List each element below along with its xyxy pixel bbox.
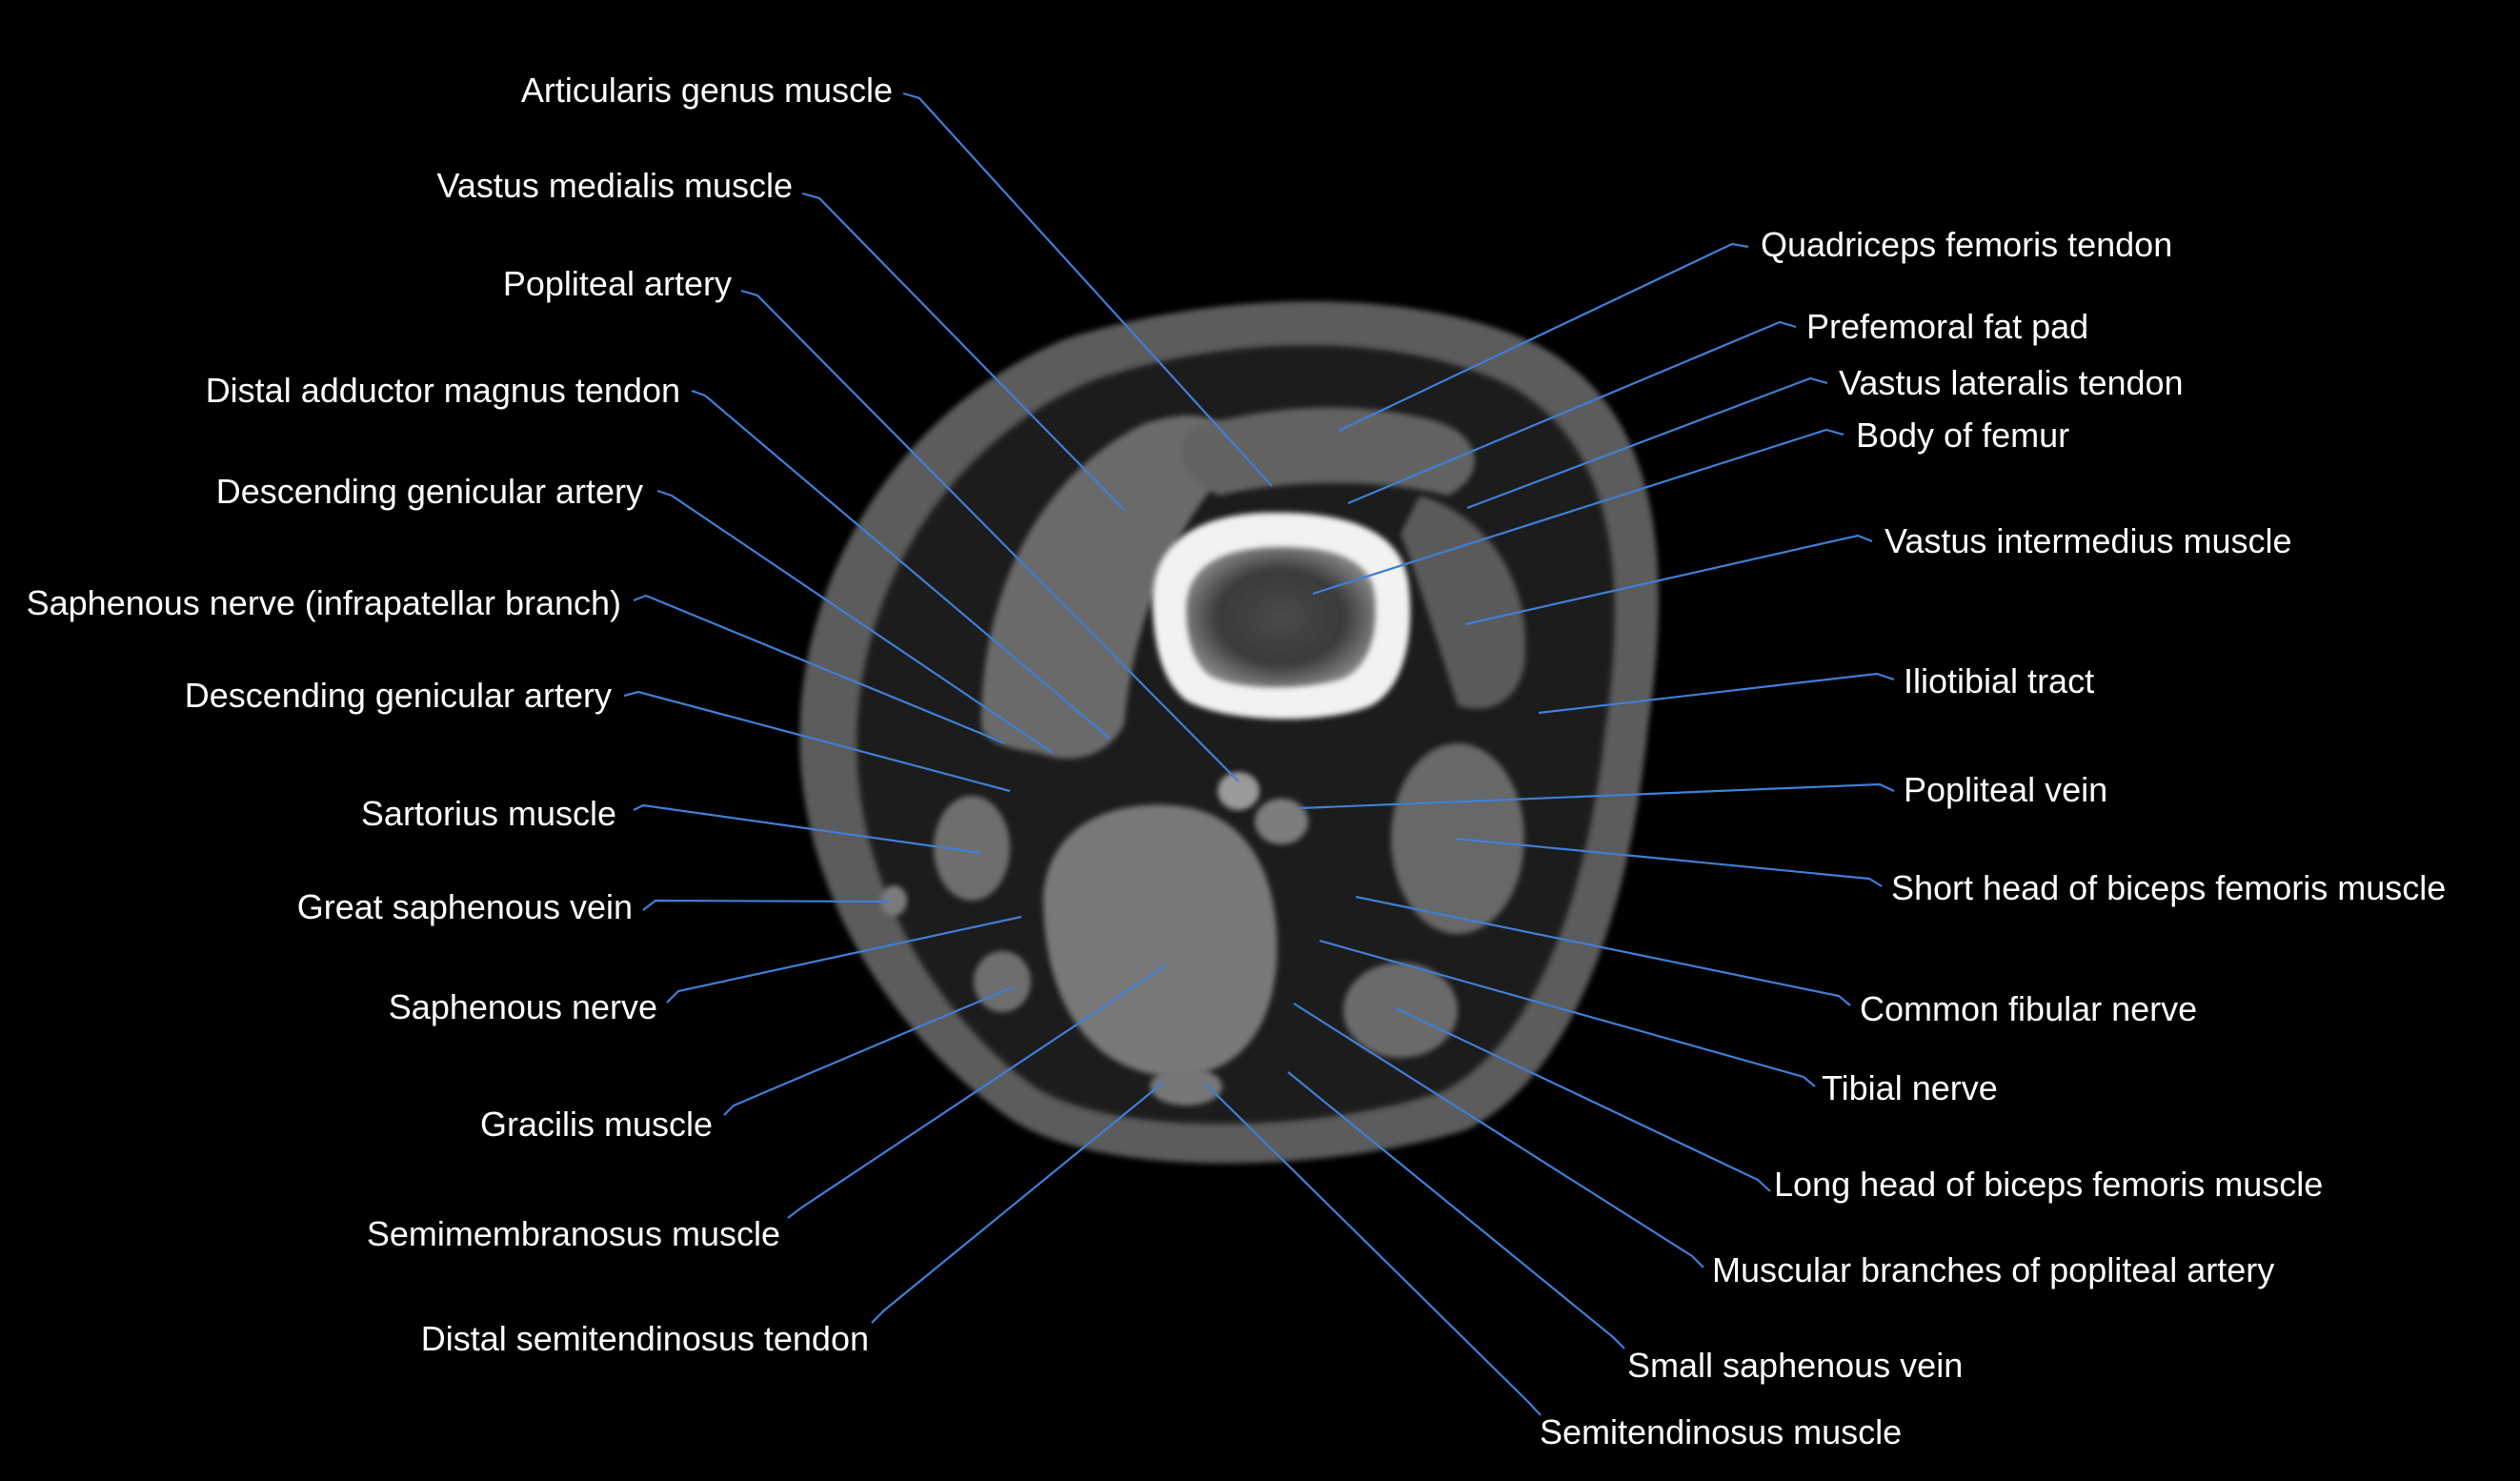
leader-line-body-of-femur xyxy=(1312,428,1845,596)
leader-line-saphenous-nerve xyxy=(666,915,1022,1004)
leader-line-vastus-medialis xyxy=(801,192,1125,511)
leader-line-distal-semitendinosus xyxy=(871,1081,1165,1324)
vastus-medialis-shape xyxy=(981,416,1239,759)
label-distal-semitendinosus-tendon: Distal semitendinosus tendon xyxy=(421,1319,869,1358)
label-saphenous-nerve: Saphenous nerve xyxy=(389,987,657,1026)
gracilis-shape xyxy=(974,951,1031,1012)
label-vastus-lateralis-tendon: Vastus lateralis tendon xyxy=(1839,363,2184,402)
label-long-head-of-biceps-femoris-muscle: Long head of biceps femoris muscle xyxy=(1774,1165,2323,1204)
leader-line-popliteal-artery xyxy=(740,289,1240,782)
semitendinosus-tendon-shape xyxy=(1150,1067,1222,1106)
label-sartorius-muscle: Sartorius muscle xyxy=(361,794,616,833)
label-tibial-nerve: Tibial nerve xyxy=(1822,1068,1998,1107)
great-saphenous-vein-shape xyxy=(880,885,907,916)
label-vastus-intermedius-muscle: Vastus intermedius muscle xyxy=(1885,521,2292,560)
label-gracilis-muscle: Gracilis muscle xyxy=(480,1105,713,1144)
leader-line-quadriceps-tendon xyxy=(1338,242,1749,432)
leader-line-vastus-lateralis-tendon xyxy=(1466,376,1828,510)
leader-line-small-saphenous-vein xyxy=(1287,1071,1625,1349)
leader-line-iliotibial-tract xyxy=(1538,672,1895,715)
leader-line-sartorius xyxy=(633,803,982,855)
popliteal-artery-shape xyxy=(1218,772,1260,810)
label-prefemoral-fat-pad: Prefemoral fat pad xyxy=(1806,307,2088,346)
leader-line-vastus-intermedius xyxy=(1464,534,1873,626)
label-great-saphenous-vein: Great saphenous vein xyxy=(297,887,633,926)
leader-line-gracilis xyxy=(723,984,1016,1116)
sartorius-shape xyxy=(934,796,1010,901)
leader-line-descending-genicular-1 xyxy=(656,489,1054,754)
label-saphenous-nerve-infrapatellar-branch: Saphenous nerve (infrapatellar branch) xyxy=(27,583,621,622)
label-short-head-of-biceps-femoris-muscle: Short head of biceps femoris muscle xyxy=(1891,868,2446,907)
label-quadriceps-femoris-tendon: Quadriceps femoris tendon xyxy=(1761,225,2172,264)
label-distal-adductor-magnus-tendon: Distal adductor magnus tendon xyxy=(206,371,680,410)
vastus-lateralis-shape xyxy=(1401,496,1526,709)
leader-line-tibial-nerve xyxy=(1319,939,1816,1087)
label-small-saphenous-vein: Small saphenous vein xyxy=(1627,1346,1963,1385)
leader-line-long-head-biceps xyxy=(1395,1007,1771,1192)
leader-line-short-head-biceps xyxy=(1455,837,1883,887)
leader-line-semitendinosus xyxy=(1204,1083,1542,1416)
label-popliteal-artery: Popliteal artery xyxy=(503,264,732,303)
leader-line-descending-genicular-2 xyxy=(623,690,1011,793)
label-vastus-medialis-muscle: Vastus medialis muscle xyxy=(437,166,793,205)
ct-cross-section-image xyxy=(799,301,1659,1164)
label-iliotibial-tract: Iliotibial tract xyxy=(1904,661,2094,700)
label-popliteal-vein: Popliteal vein xyxy=(1904,770,2107,809)
leader-line-popliteal-vein xyxy=(1300,782,1895,810)
leader-line-saphenous-nerve-infrapatellar xyxy=(633,594,1006,745)
leader-line-distal-adductor-magnus xyxy=(691,389,1111,740)
leader-line-articularis-genus xyxy=(902,91,1273,487)
leader-line-prefemoral-fat-pad xyxy=(1347,320,1797,505)
leader-line-great-saphenous-vein xyxy=(642,899,892,911)
leader-line-muscular-branches xyxy=(1293,1003,1704,1268)
leader-line-semimembranosus xyxy=(787,964,1168,1219)
label-semitendinosus-muscle: Semitendinosus muscle xyxy=(1540,1412,1902,1451)
popliteal-vein-shape xyxy=(1255,799,1308,844)
leader-line-common-fibular-nerve xyxy=(1355,895,1851,1006)
label-articularis-genus-muscle: Articularis genus muscle xyxy=(521,71,893,110)
label-common-fibular-nerve: Common fibular nerve xyxy=(1860,989,2197,1028)
quadriceps-anterior-shape xyxy=(1181,407,1475,496)
label-descending-genicular-artery-2: Descending genicular artery xyxy=(185,676,612,715)
label-muscular-branches-of-popliteal-artery: Muscular branches of popliteal artery xyxy=(1712,1250,2274,1289)
femur-marrow-shape xyxy=(1186,546,1376,688)
label-semimembranosus-muscle: Semimembranosus muscle xyxy=(367,1214,780,1253)
label-descending-genicular-artery-1: Descending genicular artery xyxy=(216,472,643,511)
label-body-of-femur: Body of femur xyxy=(1856,416,2069,455)
